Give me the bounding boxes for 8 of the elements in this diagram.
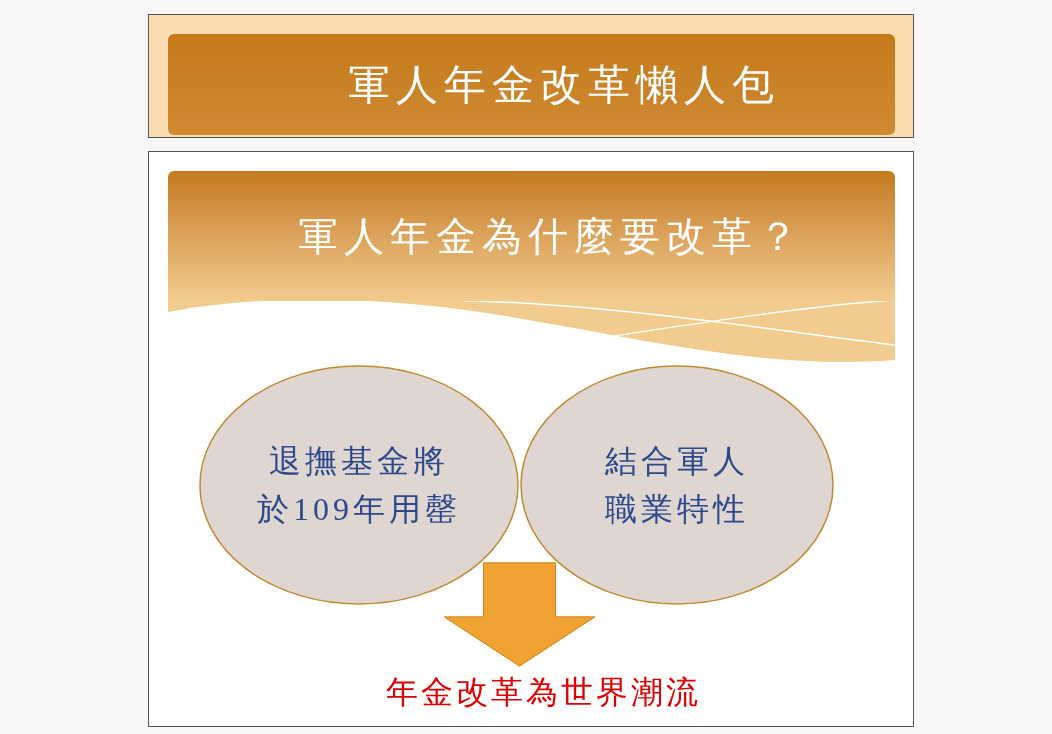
ellipse [199,365,519,605]
ellipse-text: 退撫基金將於109年用罄 [256,442,462,529]
conclusion-text-line: 年金改革為世界潮流 [385,672,701,713]
ellipse-text: 結合軍人職業特性 [604,441,750,530]
title: 軍人年金改革懶人包 [348,59,780,111]
ellipse [520,365,834,605]
header-band [168,171,895,301]
heading: 軍人年金為什麼要改革？ [298,212,804,261]
